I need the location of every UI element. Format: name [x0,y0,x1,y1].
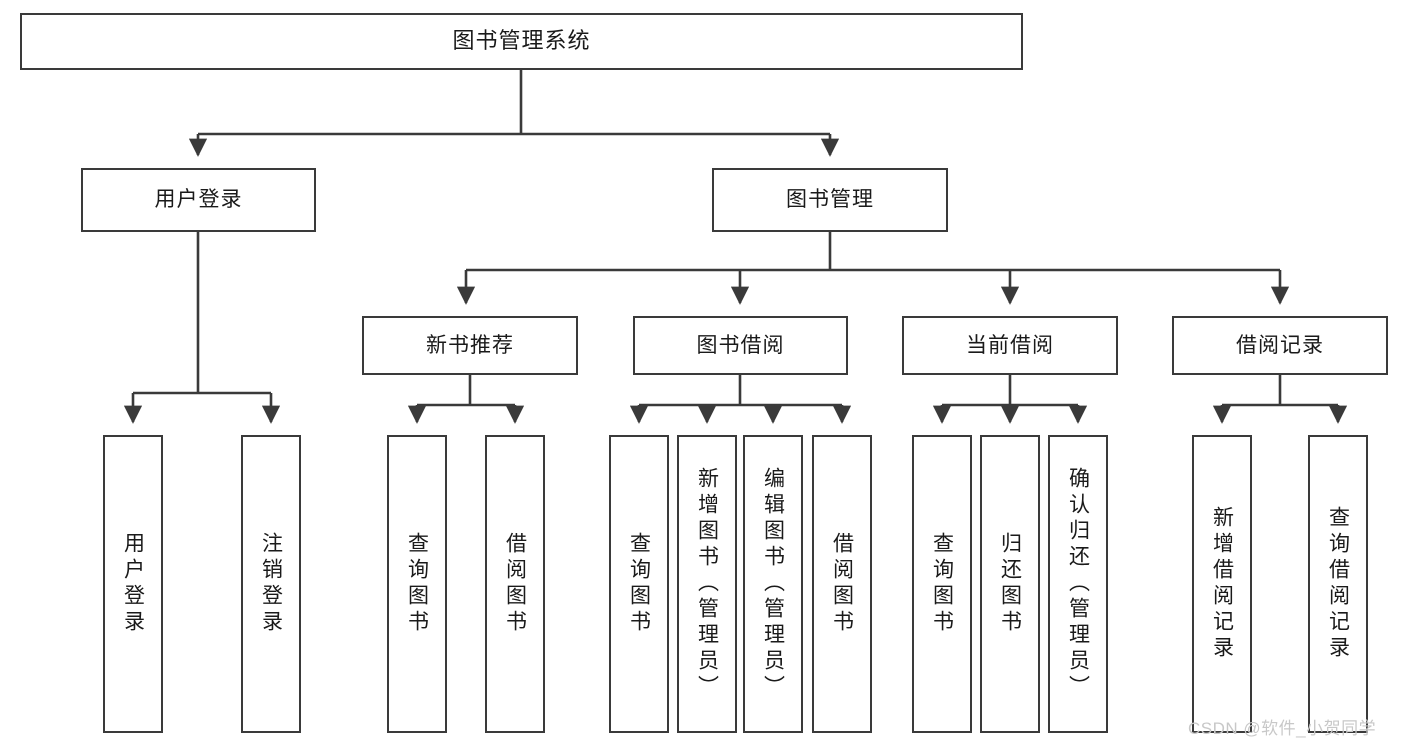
leaf-add-borrow-record[interactable]: 新增借阅记录 [1192,435,1252,733]
leaf-logout[interactable]: 注销登录 [241,435,301,733]
node-label: 查询图书 [405,532,429,636]
leaf-borrow-book[interactable]: 借阅图书 [812,435,872,733]
csdn-watermark: CSDN @软件_小贺同学 [1188,719,1377,738]
node-book-management[interactable]: 图书管理 [712,168,948,232]
node-current-borrow[interactable]: 当前借阅 [902,316,1118,375]
node-label: 用户登录 [154,188,243,212]
node-new-book-recommend[interactable]: 新书推荐 [362,316,578,375]
leaf-edit-book-admin[interactable]: 编辑图书（管理员） [743,435,803,733]
node-label: 图书管理系统 [452,28,591,54]
leaf-query-book-borrow[interactable]: 查询图书 [609,435,669,733]
node-borrow-record[interactable]: 借阅记录 [1172,316,1388,375]
node-label: 新增图书（管理员） [695,467,719,701]
node-root-system[interactable]: 图书管理系统 [20,13,1023,70]
leaf-confirm-return-admin[interactable]: 确认归还（管理员） [1048,435,1108,733]
node-label: 确认归还（管理员） [1066,467,1090,701]
node-label: 查询图书 [930,532,954,636]
node-label: 当前借阅 [966,333,1054,357]
node-book-borrow[interactable]: 图书借阅 [633,316,848,375]
node-label: 归还图书 [998,532,1022,636]
node-label: 新书推荐 [426,333,514,357]
leaf-user-login[interactable]: 用户登录 [103,435,163,733]
node-label: 借阅记录 [1236,333,1324,357]
node-label: 注销登录 [259,532,283,636]
node-label: 查询图书 [627,532,651,636]
node-label: 查询借阅记录 [1326,506,1350,662]
leaf-query-book-current[interactable]: 查询图书 [912,435,972,733]
node-user-login[interactable]: 用户登录 [81,168,316,232]
node-label: 新增借阅记录 [1210,506,1234,662]
leaf-borrow-book-newbook[interactable]: 借阅图书 [485,435,545,733]
node-label: 图书借阅 [696,333,785,357]
node-label: 编辑图书（管理员） [761,467,785,701]
node-label: 借阅图书 [830,532,854,636]
node-label: 图书管理 [786,188,874,212]
leaf-return-book[interactable]: 归还图书 [980,435,1040,733]
leaf-query-book-newbook[interactable]: 查询图书 [387,435,447,733]
node-label: 用户登录 [121,532,145,636]
leaf-add-book-admin[interactable]: 新增图书（管理员） [677,435,737,733]
node-label: 借阅图书 [503,532,527,636]
leaf-query-borrow-record[interactable]: 查询借阅记录 [1308,435,1368,733]
